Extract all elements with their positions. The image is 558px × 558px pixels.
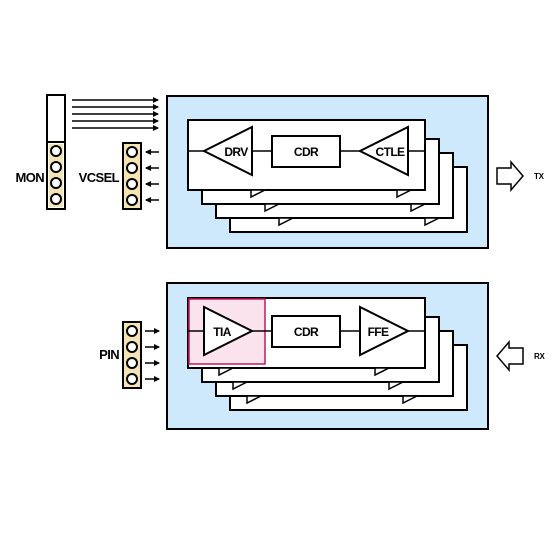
vcsel-connector: VCSEL — [79, 142, 142, 210]
rx-direction-label: RX — [534, 352, 545, 361]
tx-lane-notches — [250, 189, 440, 227]
rx-input-arrow — [496, 339, 524, 373]
tx-cdr-label: CDR — [294, 145, 319, 159]
ctle-triangle — [357, 125, 409, 177]
tia-triangle — [203, 305, 255, 357]
tia-label: TIA — [213, 325, 231, 339]
mon-label: MON — [15, 170, 44, 185]
rx-cdr-box — [271, 315, 341, 348]
pin-connector: PIN — [99, 321, 142, 389]
vcsel-input-arrows — [145, 149, 159, 203]
tx-output-arrow — [496, 159, 524, 193]
ctle-label: CTLE — [376, 145, 406, 159]
rx-lane-notches — [218, 367, 418, 405]
drv-triangle — [201, 125, 253, 177]
mon-ports — [49, 144, 63, 207]
rx-cdr-label: CDR — [294, 325, 319, 339]
mon-connector: MON — [15, 94, 66, 210]
mon-signal-lines — [72, 97, 159, 131]
tx-direction-label: TX — [534, 172, 545, 181]
drv-label: DRV — [224, 145, 248, 159]
ffe-triangle — [359, 305, 411, 357]
tx-section: DRV CDR CTLE TX — [166, 95, 545, 249]
ffe-label: FFE — [368, 325, 389, 339]
pin-connector-body — [122, 321, 142, 389]
pin-label: PIN — [99, 347, 119, 362]
rx-section: TIA CDR FFE RX — [166, 282, 546, 430]
vcsel-label: VCSEL — [79, 170, 120, 185]
vcsel-connector-body — [122, 142, 142, 210]
pin-output-arrows — [145, 328, 160, 382]
tx-cdr-box — [271, 135, 341, 168]
